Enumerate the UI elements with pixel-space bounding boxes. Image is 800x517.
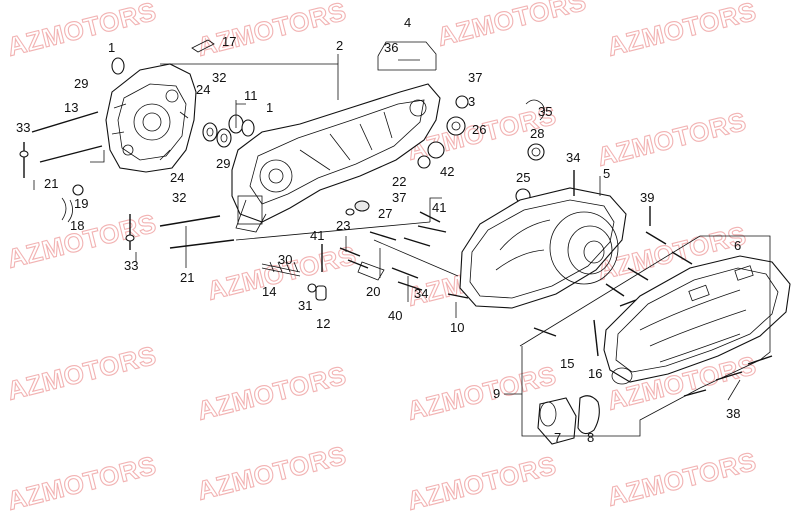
callout-17: 17 [222, 34, 236, 49]
callout-42: 42 [440, 164, 454, 179]
watermark-text: AZMOTORS [194, 0, 349, 62]
callout-6: 6 [734, 238, 741, 253]
intake-duct [537, 395, 600, 445]
callout-36: 36 [384, 40, 398, 55]
callout-39: 39 [640, 190, 654, 205]
callout-9: 9 [493, 386, 500, 401]
callout-35: 35 [538, 104, 552, 119]
callout-37-upper: 37 [468, 70, 482, 85]
watermark-text: AZMOTORS [4, 340, 159, 406]
callout-20: 20 [366, 284, 380, 299]
watermark-text: AZMOTORS [4, 0, 159, 62]
callout-7: 7 [554, 430, 561, 445]
callout-34-upper: 34 [566, 150, 580, 165]
callout-29-upper: 29 [74, 76, 88, 91]
callout-37-lower: 37 [392, 190, 406, 205]
callout-10: 10 [450, 320, 464, 335]
callout-41-lower: 41 [310, 228, 324, 243]
callout-30: 30 [278, 252, 292, 267]
callout-18: 18 [70, 218, 84, 233]
callout-2: 2 [336, 38, 343, 53]
right-crankcase-half [231, 83, 441, 233]
watermark-layer: AZMOTORS AZMOTORS AZMOTORS AZMOTORS AZMOTORS… [4, 0, 760, 516]
variator-cover [459, 187, 627, 309]
watermark-text: AZMOTORS [4, 450, 159, 516]
callout-23: 23 [336, 218, 350, 233]
stud-bolts [19, 111, 235, 250]
watermark-text: AZMOTORS [604, 0, 759, 62]
callout-22: 22 [392, 174, 406, 189]
watermark-text: AZMOTORS [604, 446, 759, 512]
watermark-text: AZMOTORS [404, 360, 559, 426]
callout-38: 38 [726, 406, 740, 421]
callout-13: 13 [64, 100, 78, 115]
watermark-text: AZMOTORS [594, 106, 749, 172]
callout-16: 16 [588, 366, 602, 381]
callout-24-lower: 24 [170, 170, 184, 185]
callout-29-lower: 29 [216, 156, 230, 171]
callout-31: 31 [298, 298, 312, 313]
callout-21-lower: 21 [180, 270, 194, 285]
callout-1-lower: 1 [266, 100, 273, 115]
callout-28: 28 [530, 126, 544, 141]
callout-3: 3 [468, 94, 475, 109]
bracket-and-pipe [191, 39, 437, 71]
callout-33-lower: 33 [124, 258, 138, 273]
oil-seals [345, 95, 545, 216]
callout-19: 19 [74, 196, 88, 211]
outer-transmission-cover [603, 255, 791, 385]
callout-24-upper: 24 [196, 82, 210, 97]
callout-33-upper: 33 [16, 120, 30, 135]
callout-14: 14 [262, 284, 276, 299]
callout-32-upper: 32 [212, 70, 226, 85]
watermark-text: AZMOTORS [404, 450, 559, 516]
callout-25: 25 [516, 170, 530, 185]
watermark-text: AZMOTORS [194, 440, 349, 506]
callout-41-upper: 41 [432, 200, 446, 215]
callout-5: 5 [603, 166, 610, 181]
callout-8: 8 [587, 430, 594, 445]
part-callouts: 1 1 2 3 4 5 6 7 8 9 10 11 12 13 14 15 16… [16, 15, 741, 445]
bearing-set [111, 57, 255, 148]
kickstart-shaft [261, 261, 327, 301]
left-crankcase-half [105, 63, 197, 173]
callout-11: 11 [244, 88, 258, 103]
callout-15: 15 [560, 356, 574, 371]
callout-21-upper: 21 [44, 176, 58, 191]
callout-4: 4 [404, 15, 411, 30]
callout-34-lower: 34 [414, 286, 428, 301]
watermark-text: AZMOTORS [204, 240, 359, 306]
callout-40: 40 [388, 308, 402, 323]
leader-lines [33, 54, 771, 437]
watermark-text: AZMOTORS [434, 0, 589, 52]
callout-1-upper: 1 [108, 40, 115, 55]
watermark-text: AZMOTORS [194, 360, 349, 426]
callout-27: 27 [378, 206, 392, 221]
callout-26: 26 [472, 122, 486, 137]
callout-32-lower: 32 [172, 190, 186, 205]
callout-12: 12 [316, 316, 330, 331]
